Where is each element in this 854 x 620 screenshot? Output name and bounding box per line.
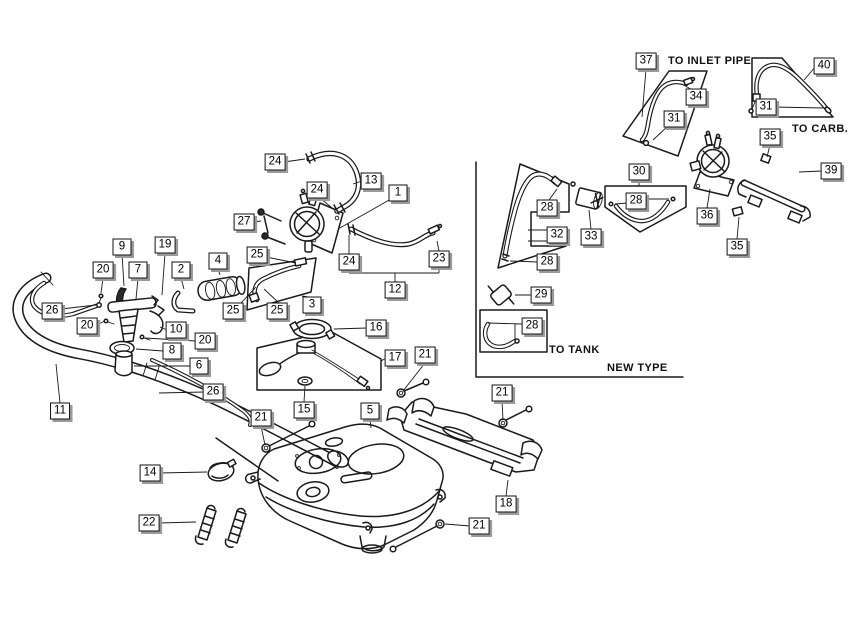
callout-24-17: 24 (264, 153, 286, 171)
callout-18-50: 18 (495, 495, 517, 513)
callout-28-12: 28 (536, 199, 558, 217)
callout-21-48: 21 (250, 409, 272, 427)
inlet-carb-hose-group (622, 57, 834, 157)
mount-bracket-drawing (261, 378, 543, 553)
callout-24-23: 24 (338, 253, 360, 271)
new-type-hose-group (479, 163, 687, 353)
group-30-outline (604, 185, 687, 233)
callout-32-13: 32 (546, 226, 568, 244)
callout-40-3: 40 (813, 57, 835, 75)
callout-31-2: 31 (663, 110, 685, 128)
callout-24-19: 24 (306, 181, 328, 199)
callout-12-25: 12 (384, 281, 406, 299)
group-37-outline (622, 70, 708, 157)
fuel-tank-drawing (215, 423, 446, 554)
callout-28-14: 28 (536, 253, 558, 271)
callout-27-21: 27 (233, 213, 255, 231)
callout-39-6: 39 (820, 162, 842, 180)
section-label-to-carb: TO CARB. (792, 123, 849, 135)
callout-25-36: 25 (266, 302, 288, 320)
callout-21-45: 21 (414, 346, 436, 364)
callout-9-26: 9 (112, 238, 132, 256)
group-40-outline (751, 57, 834, 118)
section-label-to-inlet-pipe: TO INLET PIPE (668, 55, 752, 67)
callout-20-33: 20 (76, 317, 98, 335)
breather-pipe-drawing (174, 257, 317, 311)
callout-35-10: 35 (726, 238, 748, 256)
callout-2-30: 2 (171, 261, 191, 279)
callout-21-49: 21 (491, 384, 513, 402)
callout-10-34: 10 (165, 321, 187, 339)
new-type-section-border (475, 161, 684, 378)
clamp-clip-drawing (194, 458, 247, 548)
callout-6-40: 6 (189, 357, 209, 375)
callout-25-22: 25 (246, 246, 268, 264)
callout-5-47: 5 (360, 402, 380, 420)
to-tank-box (479, 309, 548, 353)
sender-unit-drawing (256, 318, 382, 391)
callout-11-42: 11 (50, 402, 70, 420)
callout-1-20: 1 (388, 184, 408, 202)
callout-20-28: 20 (92, 261, 114, 279)
section-label-new-type: NEW TYPE (607, 362, 668, 374)
leader-lines (55, 65, 824, 527)
callout-13-18: 13 (360, 172, 382, 190)
callout-17-44: 17 (384, 349, 406, 367)
callout-26-41: 26 (202, 383, 224, 401)
fuel-hose-drawing (305, 152, 443, 245)
callout-33-11: 33 (580, 228, 602, 246)
callout-7-29: 7 (128, 261, 148, 279)
callout-31-4: 31 (755, 98, 777, 116)
callout-19-27: 19 (154, 236, 176, 254)
callout-28-16: 28 (521, 317, 543, 335)
callout-30-7: 30 (628, 163, 650, 181)
callout-15-46: 15 (293, 401, 315, 419)
callout-3-37: 3 (302, 296, 322, 314)
callout-36-9: 36 (696, 207, 718, 225)
callout-37-0: 37 (635, 52, 657, 70)
callout-25-35: 25 (222, 302, 244, 320)
filler-neck-drawing (98, 287, 165, 377)
callout-28-8: 28 (625, 192, 647, 210)
callout-21-51: 21 (468, 517, 490, 535)
section-label-to-tank: TO TANK (549, 344, 600, 356)
callout-23-24: 23 (428, 250, 450, 268)
fuel-pump-drawing (257, 188, 344, 254)
callout-26-32: 26 (41, 302, 63, 320)
callout-8-39: 8 (162, 342, 182, 360)
callout-22-53: 22 (138, 514, 160, 532)
callout-16-43: 16 (365, 319, 387, 337)
callout-4-31: 4 (208, 252, 228, 270)
filler-tube-drawing (18, 271, 350, 468)
callout-34-1: 34 (685, 88, 707, 106)
new-type-pump-drawing (689, 130, 811, 224)
callout-20-38: 20 (194, 332, 216, 350)
callout-35-5: 35 (759, 128, 781, 146)
callout-29-15: 29 (530, 286, 552, 304)
callout-14-52: 14 (139, 464, 161, 482)
